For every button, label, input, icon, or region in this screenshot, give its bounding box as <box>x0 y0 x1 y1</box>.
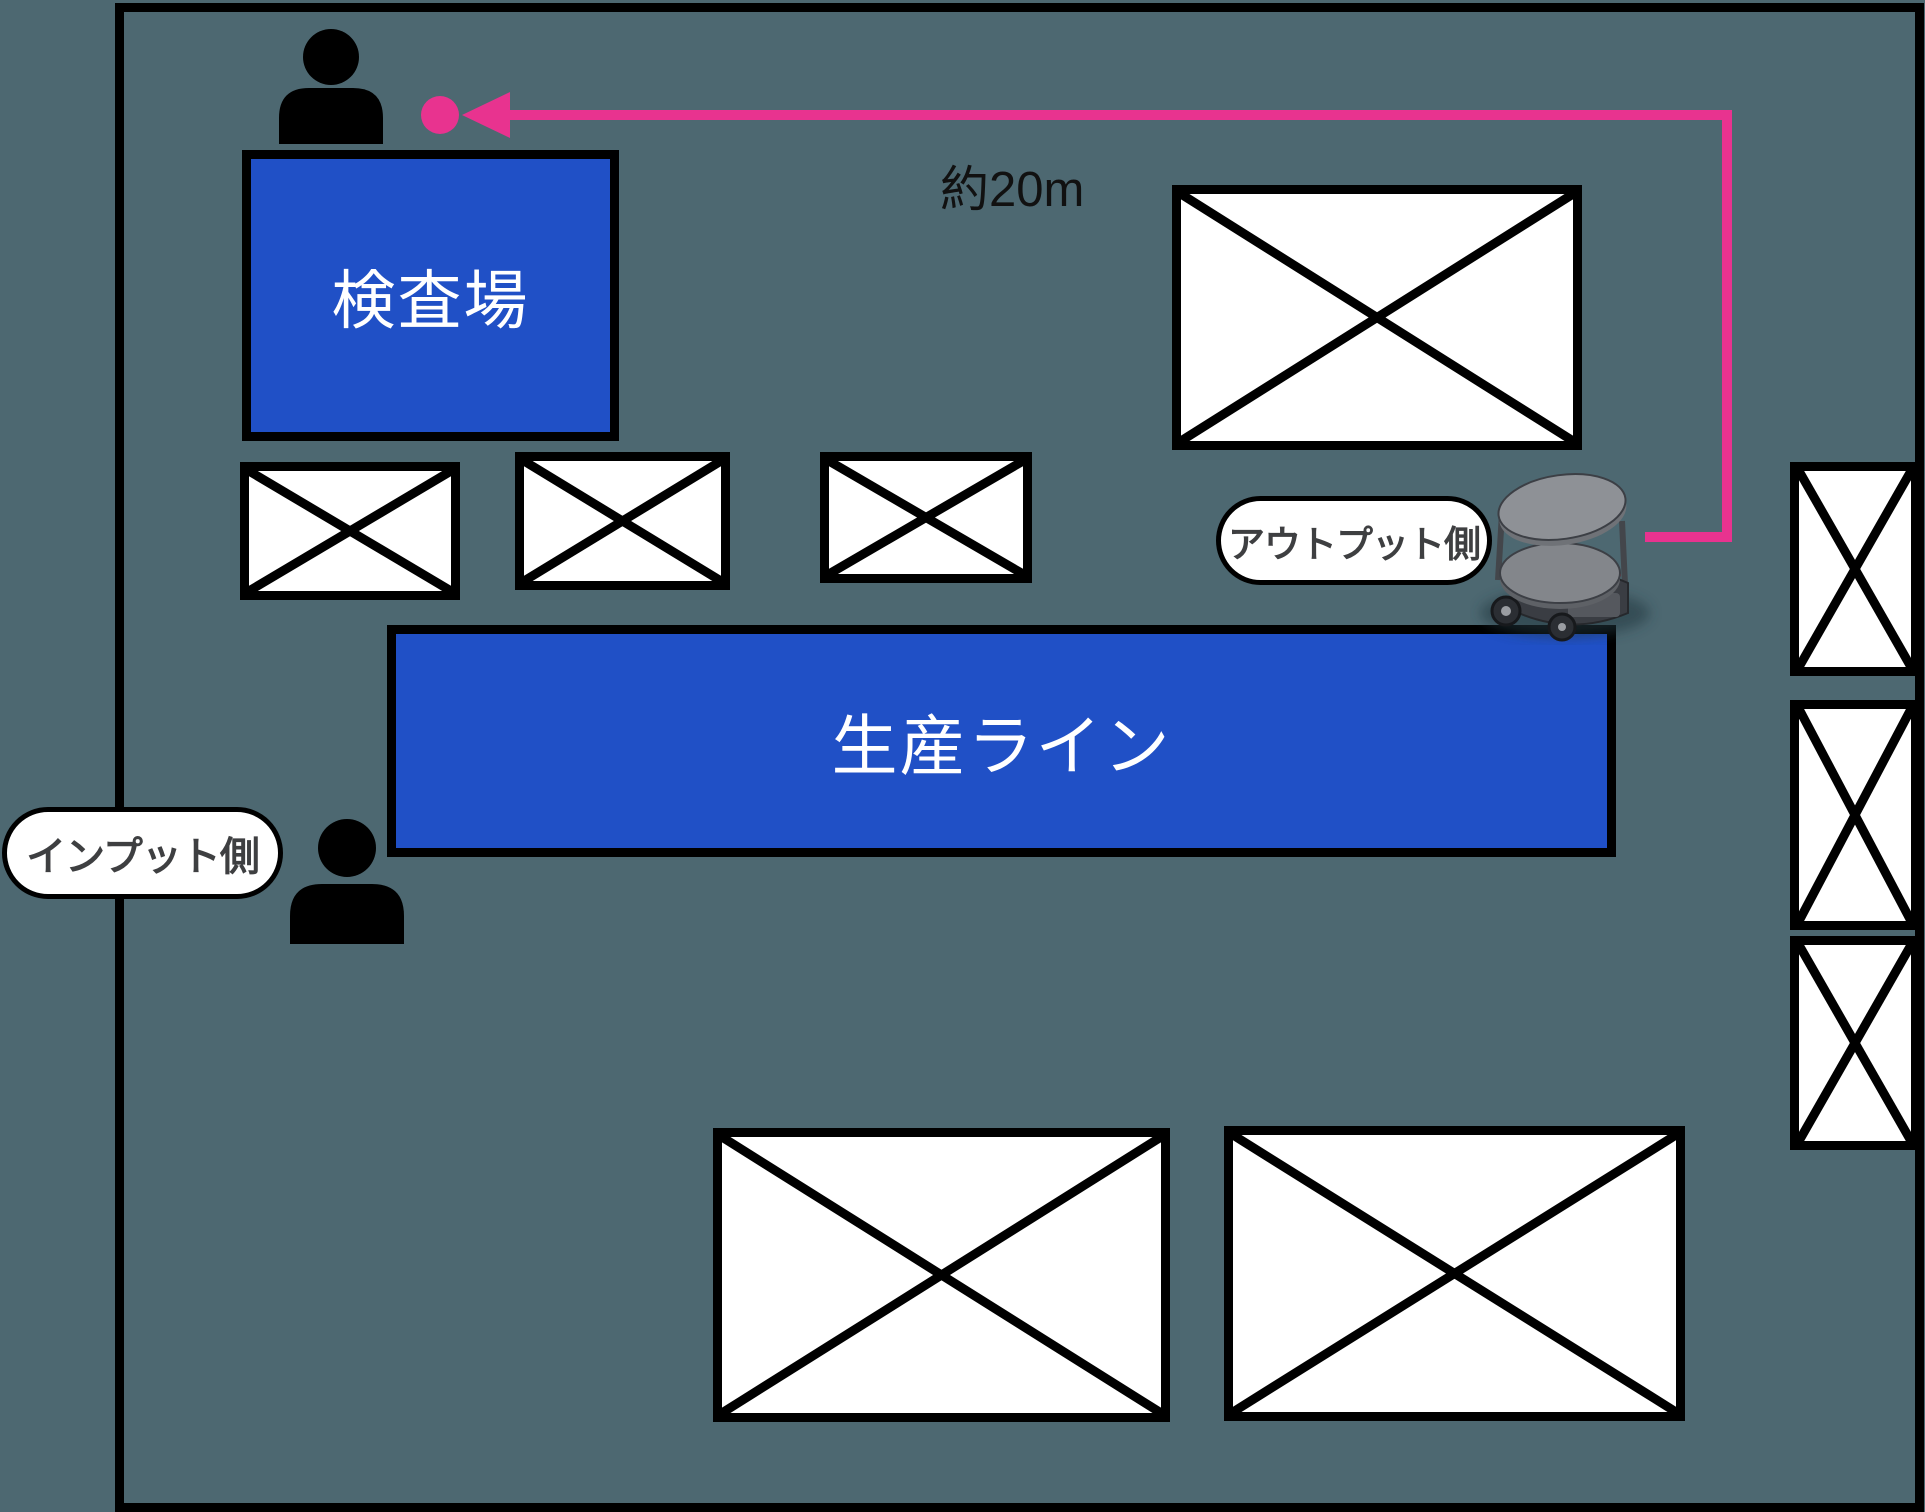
output-side-bubble: アウトプット側 <box>1216 496 1492 585</box>
crossed-box-x-icon <box>1233 1135 1676 1412</box>
input-side-label: インプット側 <box>26 835 260 879</box>
amr-robot-icon <box>1470 455 1670 645</box>
crossed-box-x-icon <box>1799 709 1911 921</box>
crossed-box <box>240 462 460 600</box>
crossed-box-x-icon <box>249 471 451 591</box>
output-side-label: アウトプット側 <box>1228 523 1481 565</box>
inspection-area-zone: 検査場 <box>242 150 619 441</box>
production-line-zone: 生産ライン <box>387 625 1616 857</box>
crossed-box <box>515 452 730 590</box>
crossed-box-x-icon <box>829 461 1023 574</box>
crossed-box <box>1224 1126 1685 1421</box>
input-side-bubble: インプット側 <box>2 807 283 899</box>
crossed-box <box>1790 936 1920 1150</box>
crossed-box-x-icon <box>722 1137 1161 1413</box>
crossed-box-x-icon <box>524 461 721 581</box>
crossed-box <box>1790 700 1920 930</box>
production-line-label: 生産ライン <box>831 709 1172 783</box>
crossed-box-x-icon <box>1181 194 1573 441</box>
crossed-box <box>1172 185 1582 450</box>
crossed-box <box>713 1128 1170 1422</box>
crossed-box <box>1790 462 1920 676</box>
crossed-box-x-icon <box>1799 471 1911 667</box>
worker-icon <box>288 817 406 945</box>
distance-annotation: 約20m <box>940 163 1085 217</box>
crossed-box-x-icon <box>1799 945 1911 1141</box>
worker-icon <box>276 26 386 146</box>
crossed-box <box>820 452 1032 583</box>
inspection-area-label: 検査場 <box>331 264 530 337</box>
